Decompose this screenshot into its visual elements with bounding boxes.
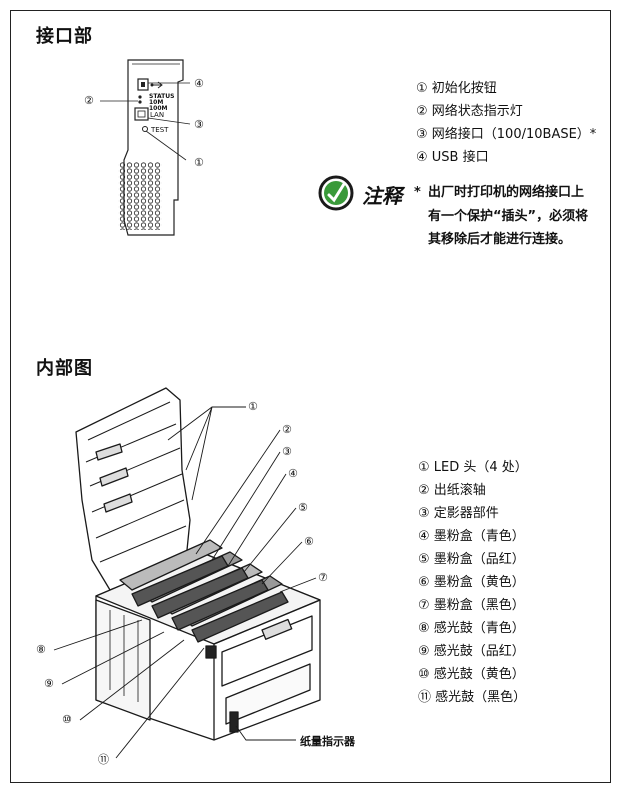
- interface-parts-list: ① 初始化按钮 ② 网络状态指示灯 ③ 网络接口（100/10BASE）* ④ …: [416, 77, 596, 169]
- port-label-10m: 10M: [149, 99, 164, 106]
- section-title-internal: 内部图: [36, 358, 93, 379]
- port-label-test: TEST: [151, 126, 169, 134]
- callout-4: ④: [194, 77, 204, 90]
- note-label: 注释: [362, 184, 402, 208]
- interface-item: ② 网络状态指示灯: [416, 104, 523, 119]
- paper-indicator-window: [229, 711, 239, 733]
- internal-parts-list: ① LED 头（4 处） ② 出纸滚轴 ③ 定影器部件 ④ 墨粉盒（青色） ⑤ …: [418, 456, 528, 709]
- interface-item: ① 初始化按钮: [416, 81, 497, 96]
- callout-2: ②: [84, 94, 94, 107]
- internal-item: ⑤ 墨粉盒（品红）: [418, 552, 525, 567]
- top-cover: [75, 387, 191, 591]
- internal-item: ④ 墨粉盒（青色）: [418, 529, 525, 544]
- internal-callout-10: ⑩: [62, 713, 72, 726]
- internal-item: ① LED 头（4 处）: [418, 460, 528, 475]
- internal-item: ⑪ 感光鼓（黑色）: [418, 690, 527, 705]
- callout-3: ③: [194, 118, 204, 131]
- internal-callout-7: ⑦: [318, 571, 328, 584]
- internal-callout-5: ⑤: [298, 501, 308, 514]
- vent-grille: [118, 162, 162, 230]
- internal-callout-2: ②: [282, 423, 292, 436]
- internal-item: ② 出纸滚轴: [418, 483, 486, 498]
- internal-callout-4: ④: [288, 467, 298, 480]
- internal-callout-8: ⑧: [36, 643, 46, 656]
- section-title-interface: 接口部: [36, 26, 93, 47]
- port-label-status: STATUS: [149, 93, 175, 100]
- internal-item: ③ 定影器部件: [418, 506, 499, 521]
- internal-callout-6: ⑥: [304, 535, 314, 548]
- internal-callout-1: ①: [248, 400, 258, 413]
- interface-item: ③ 网络接口（100/10BASE）*: [416, 127, 597, 142]
- internal-callout-9: ⑨: [44, 677, 54, 690]
- note-body: 出厂时打印机的网络接口上有一个保护“插头”，必须将其移除后才能进行连接。: [428, 185, 589, 247]
- note-star: *: [414, 185, 421, 200]
- interface-item: ④ USB 接口: [416, 150, 489, 165]
- internal-item: ⑩ 感光鼓（黄色）: [418, 667, 525, 682]
- page-frame: [10, 10, 611, 783]
- test-button: [142, 126, 148, 132]
- internal-callout-3: ③: [282, 445, 292, 458]
- internal-item: ⑧ 感光鼓（青色）: [418, 621, 525, 636]
- internal-callout-11: ⑪: [98, 753, 109, 766]
- port-label-lan: LAN: [150, 111, 165, 119]
- internal-item: ⑦ 墨粉盒（黑色）: [418, 598, 525, 613]
- port-label-100m: 100M: [149, 105, 168, 112]
- paper-indicator-label: 纸量指示器: [300, 735, 355, 748]
- callout-1: ①: [194, 156, 204, 169]
- image-drums: [131, 555, 289, 643]
- pencil-check-icon: [318, 175, 354, 211]
- internal-item: ⑨ 感光鼓（品红）: [418, 644, 525, 659]
- status-led: [138, 95, 142, 99]
- internal-item: ⑥ 墨粉盒（黄色）: [418, 575, 525, 590]
